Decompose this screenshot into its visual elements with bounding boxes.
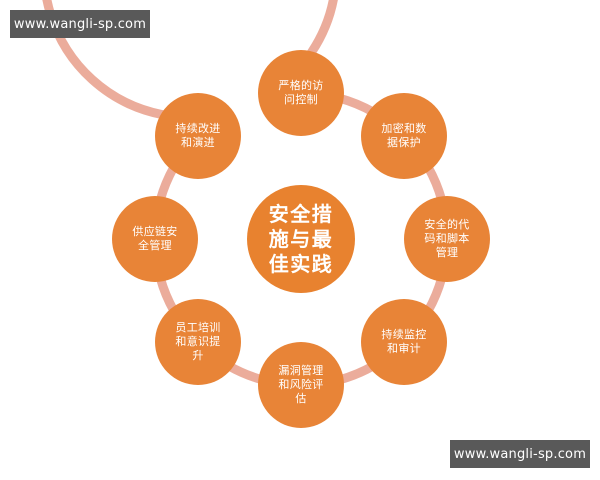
node-circle-continuous-monitoring-and-audit[interactable] (361, 299, 447, 385)
node-circle-supply-chain-security-management[interactable] (112, 196, 198, 282)
ring-arc-segment (424, 276, 447, 314)
watermark-bottom: www.wangli-sp.com (450, 440, 590, 468)
ring-arc-segment (226, 362, 264, 385)
watermark-bottom-text: www.wangli-sp.com (453, 446, 587, 462)
center-circle[interactable] (247, 185, 355, 293)
node-circle-secure-code-and-script-management[interactable] (404, 196, 490, 282)
node-circle-continuous-improvement-and-evolution[interactable] (155, 93, 241, 179)
watermark-top: www.wangli-sp.com (10, 10, 150, 38)
ring-arc-segment (424, 164, 447, 202)
ring-arc-segment (338, 93, 376, 116)
watermark-top-text: www.wangli-sp.com (13, 16, 147, 32)
node-circle-vulnerability-management-and-risk-assessment[interactable] (258, 342, 344, 428)
node-circles-group (112, 50, 490, 428)
ring-arc-segment (155, 276, 178, 314)
center-circle-group (247, 185, 355, 293)
node-circle-encryption-and-data-protection[interactable] (361, 93, 447, 179)
ring-arc-segment (155, 164, 178, 202)
node-circle-strict-access-control[interactable] (258, 50, 344, 136)
node-circle-employee-training-and-awareness[interactable] (155, 299, 241, 385)
ring-arc-segment (42, 0, 338, 122)
ring-arc-segment (338, 362, 376, 385)
